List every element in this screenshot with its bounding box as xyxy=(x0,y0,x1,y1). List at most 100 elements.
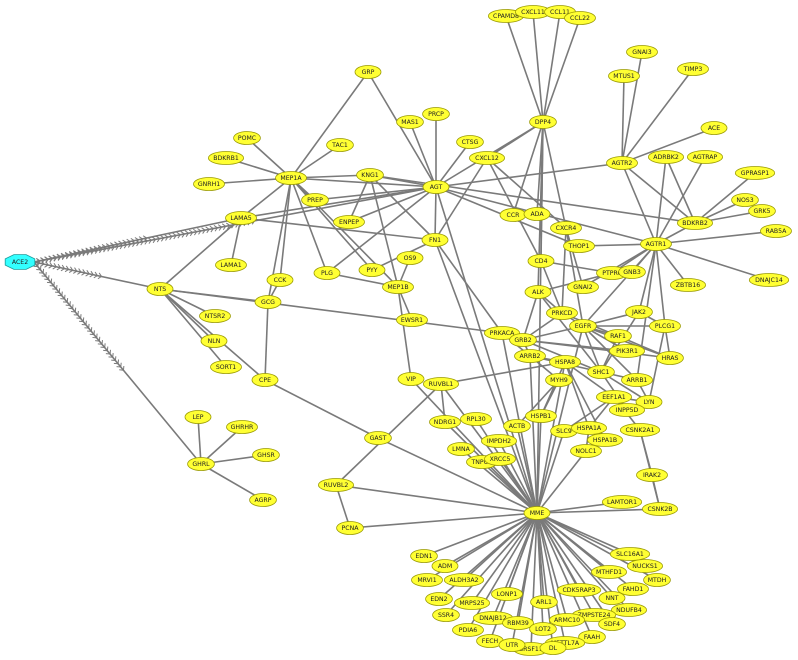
node-gcg[interactable]: GCG xyxy=(254,295,282,309)
node-mep1b[interactable]: MEP1B xyxy=(382,280,414,294)
node-alk[interactable]: ALK xyxy=(524,285,552,299)
node-grp[interactable]: GRP xyxy=(354,65,382,79)
node-lonp1[interactable]: LONP1 xyxy=(491,587,523,601)
node-nucks1[interactable]: NUCKS1 xyxy=(627,559,664,573)
node-ntsr2[interactable]: NTSR2 xyxy=(199,309,231,323)
node-hspb1[interactable]: HSPB1 xyxy=(525,409,557,423)
node-sort1[interactable]: SORT1 xyxy=(210,360,242,374)
node-cdk5rap3[interactable]: CDK5RAP3 xyxy=(556,583,602,597)
node-lot2[interactable]: LOT2 xyxy=(529,622,557,636)
node-lep[interactable]: LEP xyxy=(184,410,212,424)
node-prcp[interactable]: PRCP xyxy=(422,107,450,121)
node-hspa1b[interactable]: HSPA1B xyxy=(587,433,624,447)
node-mep1a[interactable]: MEP1A xyxy=(275,171,307,185)
node-impdh2[interactable]: IMPDH2 xyxy=(480,434,517,448)
node-ace2[interactable]: ACE2 xyxy=(4,254,36,270)
node-nln[interactable]: NLN xyxy=(200,334,228,348)
node-kng1[interactable]: KNG1 xyxy=(356,168,384,182)
node-lmna[interactable]: LMNA xyxy=(447,442,475,456)
node-eef1a1[interactable]: EEF1A1 xyxy=(596,390,633,404)
node-gnai3[interactable]: GNAI3 xyxy=(626,45,658,59)
node-mtdh[interactable]: MTDH xyxy=(643,573,671,587)
node-pdia6[interactable]: PDIA6 xyxy=(452,623,484,637)
node-hras[interactable]: HRAS xyxy=(656,351,684,365)
node-os9[interactable]: OS9 xyxy=(396,251,424,265)
node-nnt[interactable]: NNT xyxy=(598,591,626,605)
node-gnrh1[interactable]: GNRH1 xyxy=(193,177,225,191)
node-gprasp1[interactable]: GPRASP1 xyxy=(734,166,776,180)
node-fahd1[interactable]: FAHD1 xyxy=(617,582,649,596)
node-csnk2a1[interactable]: CSNK2A1 xyxy=(619,423,661,437)
node-arl1[interactable]: ARL1 xyxy=(530,595,558,609)
node-faah[interactable]: FAAH xyxy=(578,630,606,644)
node-cxcl12[interactable]: CXCL12 xyxy=(468,151,505,165)
node-gast[interactable]: GAST xyxy=(364,431,392,445)
node-lyn[interactable]: LYN xyxy=(635,395,663,409)
node-dnajc14[interactable]: DNAJC14 xyxy=(748,273,790,287)
node-raf1[interactable]: RAF1 xyxy=(604,329,632,343)
node-fn1[interactable]: FN1 xyxy=(421,233,449,247)
node-arrb2[interactable]: ARRB2 xyxy=(514,349,546,363)
node-ada[interactable]: ADA xyxy=(523,207,551,221)
node-rbm39[interactable]: RBM39 xyxy=(502,616,534,630)
node-edn1[interactable]: EDN1 xyxy=(410,549,438,563)
node-mtus1[interactable]: MTUS1 xyxy=(608,69,640,83)
node-mrvi1[interactable]: MRVI1 xyxy=(411,573,443,587)
node-actb[interactable]: ACTB xyxy=(503,419,531,433)
node-mrps25[interactable]: MRPS25 xyxy=(453,596,490,610)
node-pyy[interactable]: PYY xyxy=(358,263,386,277)
node-plg[interactable]: PLG xyxy=(313,266,341,280)
node-ctsg[interactable]: CTSG xyxy=(456,135,484,149)
node-vip[interactable]: VIP xyxy=(397,372,425,386)
node-ndufb4[interactable]: NDUFB4 xyxy=(611,603,648,617)
node-plcg1[interactable]: PLCG1 xyxy=(649,319,681,333)
node-rpl30[interactable]: RPL30 xyxy=(460,412,492,426)
node-arrb1[interactable]: ARRB1 xyxy=(621,373,653,387)
node-agtr2[interactable]: AGTR2 xyxy=(606,156,638,170)
node-agrp[interactable]: AGRP xyxy=(249,493,277,507)
node-lama5[interactable]: LAMA5 xyxy=(225,211,257,225)
node-hspa8[interactable]: HSPA8 xyxy=(549,355,581,369)
node-mthfd1[interactable]: MTHFD1 xyxy=(591,565,628,579)
node-cpe[interactable]: CPE xyxy=(251,373,279,387)
node-csnk2b[interactable]: CSNK2B xyxy=(642,502,679,516)
node-sdf4[interactable]: SDF4 xyxy=(598,617,626,631)
node-adrbk2[interactable]: ADRBK2 xyxy=(648,150,685,164)
node-ghrhr[interactable]: GHRHR xyxy=(226,420,258,434)
node-armc10[interactable]: ARMC10 xyxy=(549,613,586,627)
node-agtrap[interactable]: AGTRAP xyxy=(687,150,724,164)
node-ewsr1[interactable]: EWSR1 xyxy=(396,313,428,327)
node-ghsr[interactable]: GHSR xyxy=(252,448,280,462)
node-gnai2[interactable]: GNAI2 xyxy=(567,280,599,294)
node-zbtb16[interactable]: ZBTB16 xyxy=(670,278,707,292)
node-ruvbl1[interactable]: RUVBL1 xyxy=(422,377,459,391)
node-nos3[interactable]: NOS3 xyxy=(731,193,759,207)
node-nolc1[interactable]: NOLC1 xyxy=(570,444,602,458)
node-cpamd8[interactable]: CPAMD8 xyxy=(487,9,524,23)
node-hspa1a[interactable]: HSPA1A xyxy=(571,421,608,435)
node-rab5a[interactable]: RAB5A xyxy=(760,224,792,238)
node-adm[interactable]: ADM xyxy=(431,559,459,573)
node-enpep[interactable]: ENPEP xyxy=(333,215,365,229)
node-ghrl[interactable]: GHRL xyxy=(187,457,215,471)
node-mas1[interactable]: MAS1 xyxy=(396,115,424,129)
node-xrcc5[interactable]: XRCC5 xyxy=(484,452,516,466)
node-cxcr4[interactable]: CXCR4 xyxy=(550,221,582,235)
node-agt[interactable]: AGT xyxy=(422,180,450,194)
node-grk5[interactable]: GRK5 xyxy=(748,204,776,218)
node-lama1[interactable]: LAMA1 xyxy=(215,258,247,272)
node-timp3[interactable]: TIMP3 xyxy=(677,62,709,76)
node-inpp5d[interactable]: INPP5D xyxy=(609,403,646,417)
node-myh9[interactable]: MYH9 xyxy=(545,373,573,387)
node-utr[interactable]: UTR xyxy=(498,638,526,652)
node-bdkrb1[interactable]: BDKRB1 xyxy=(207,151,244,165)
node-cd4[interactable]: CD4 xyxy=(527,254,555,268)
node-ndrg1[interactable]: NDRG1 xyxy=(429,415,461,429)
node-jak2[interactable]: JAK2 xyxy=(625,305,653,319)
node-aldh3a2[interactable]: ALDH3A2 xyxy=(443,573,485,587)
node-slc9a1[interactable]: SLC9 xyxy=(550,424,578,438)
node-dpp4[interactable]: DPP4 xyxy=(529,115,557,129)
node-mme[interactable]: MME xyxy=(523,506,551,520)
node-ssr4[interactable]: SSR4 xyxy=(432,608,460,622)
node-lamtor1[interactable]: LAMTOR1 xyxy=(601,495,643,509)
